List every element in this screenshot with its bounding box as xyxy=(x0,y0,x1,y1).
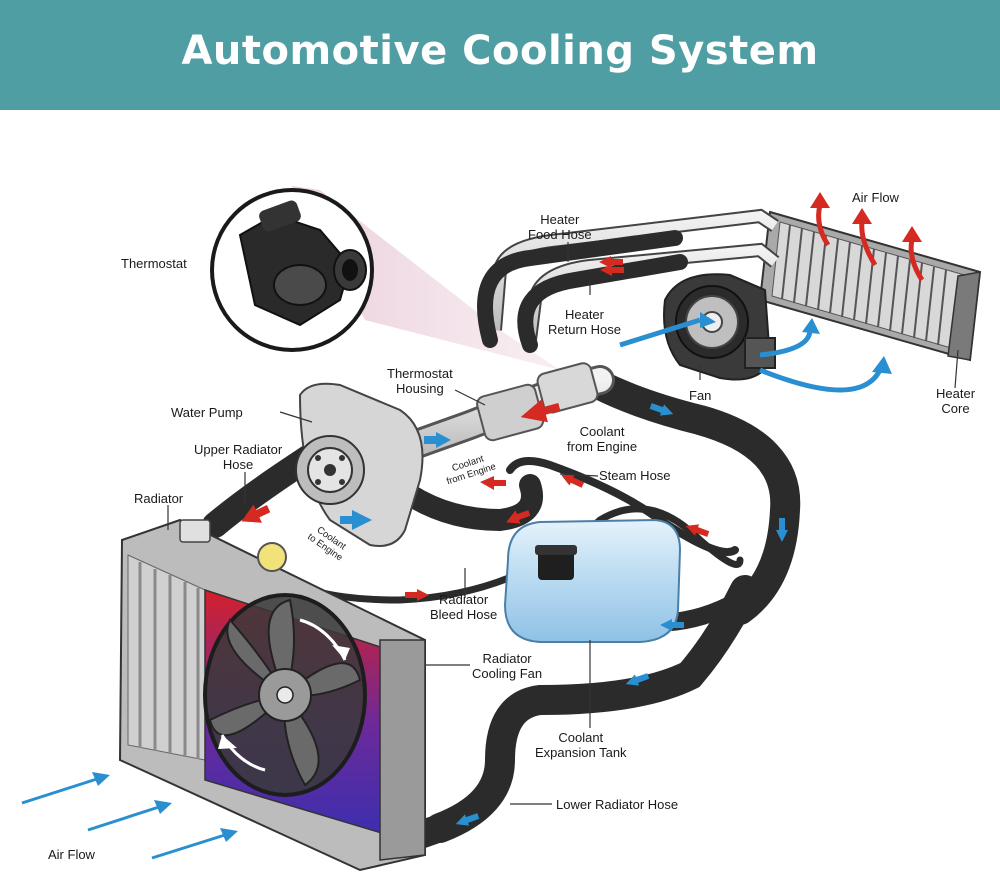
leader-lines xyxy=(167,242,959,805)
label-radiator: Radiator xyxy=(134,491,184,506)
heater-food-hose xyxy=(477,230,683,348)
label-thermostat-housing: Thermostat Housing xyxy=(387,366,453,396)
page-title: Automotive Cooling System xyxy=(181,28,819,74)
label-radiator-cooling-fan: Radiator Cooling Fan xyxy=(472,651,543,681)
heater-air-arrows xyxy=(619,317,883,393)
label-heater-core: Heater Core xyxy=(936,386,976,416)
hot-flow-arrows xyxy=(241,256,710,601)
pump-inlet-hose xyxy=(399,474,543,532)
label-steam-hose: Steam Hose xyxy=(599,468,671,483)
label-lower-radiator-hose: Lower Radiator Hose xyxy=(556,797,679,812)
label-air-flow-top: Air Flow xyxy=(852,190,899,205)
label-coolant-expansion-tank: Coolant Expansion Tank xyxy=(535,730,627,760)
water-pump xyxy=(295,382,424,547)
bottom-air-flow-arrows xyxy=(21,776,229,860)
label-upper-radiator-hose: Upper Radiator Hose xyxy=(194,442,283,472)
label-fan: Fan xyxy=(689,388,712,403)
tank-outlet-hose xyxy=(425,575,760,843)
thermostat-inset xyxy=(210,188,374,352)
upper-radiator-hose xyxy=(202,437,333,538)
title-banner: Automotive Cooling System xyxy=(0,0,1000,110)
cool-flow-arrows xyxy=(340,403,788,826)
label-heater-food-hose: Heater Food Hose xyxy=(528,212,592,242)
heater-core xyxy=(758,210,982,362)
label-air-flow-bottom: Air Flow xyxy=(48,847,95,862)
label-water-pump: Water Pump xyxy=(171,405,243,420)
heater-return-hose xyxy=(517,254,688,353)
label-heater-return-hose: Heater Return Hose xyxy=(548,307,621,337)
expansion-tank xyxy=(503,518,682,643)
label-coolant-from-engine: Coolant from Engine xyxy=(567,424,638,454)
label-thermostat: Thermostat xyxy=(121,256,187,271)
radiator-cooling-fan xyxy=(203,593,367,797)
label-radiator-bleed-hose: Radiator Bleed Hose xyxy=(430,592,498,622)
engine-outlet-hose xyxy=(585,370,801,625)
heater-air-flow-arrows xyxy=(816,204,925,282)
thermostat-housing xyxy=(476,362,599,442)
